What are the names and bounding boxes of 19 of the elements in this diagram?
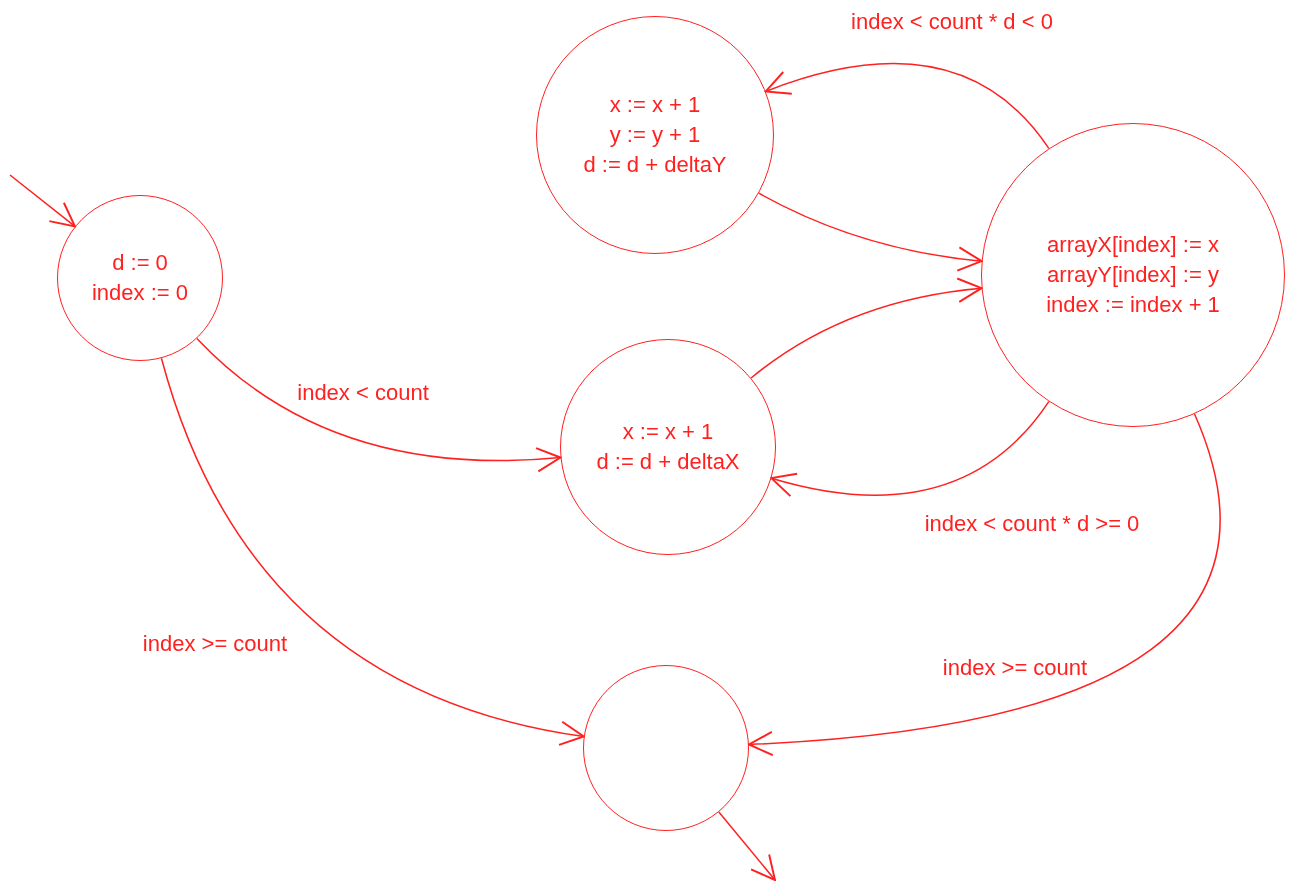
state-action: index := 0 [92, 280, 188, 306]
transition-arrow [747, 413, 1221, 756]
transition-arrow [758, 192, 983, 272]
transition-arrow [718, 811, 776, 881]
state-action: arrayY[index] := y [1047, 262, 1219, 288]
state-action: y := y + 1 [609, 122, 701, 148]
transition-arrow [196, 337, 562, 472]
transition-arrow [764, 63, 1050, 150]
transition-arrow [9, 174, 76, 228]
state-action: arrayX[index] := x [1047, 232, 1219, 258]
state-action: d := d + deltaY [583, 152, 727, 178]
state-action: d := 0 [112, 250, 168, 276]
transition-arrow [160, 357, 585, 745]
state-action: d := d + deltaX [596, 449, 740, 475]
state-action: x := x + 1 [609, 92, 701, 118]
transition-arrow [750, 278, 983, 379]
state-action: x := x + 1 [622, 419, 714, 445]
transition-arrow [770, 400, 1050, 497]
state-action: index := index + 1 [1046, 292, 1220, 318]
